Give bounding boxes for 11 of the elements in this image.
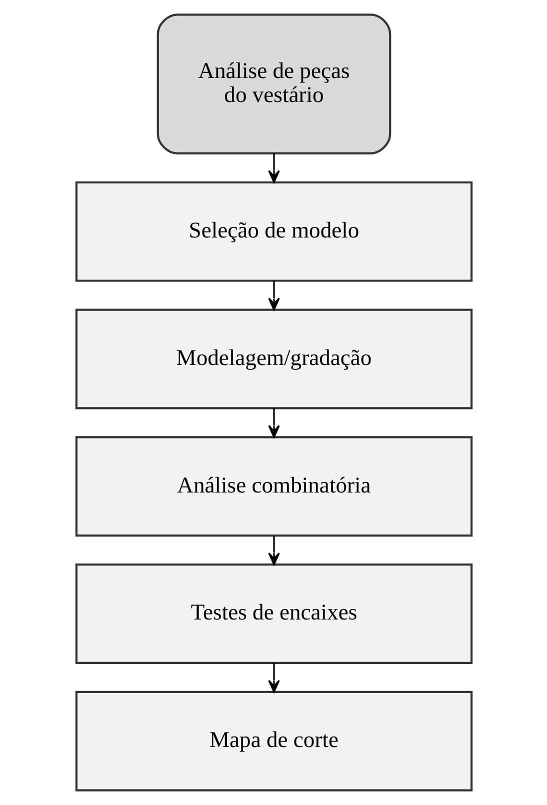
node-box: Análise combinatória bbox=[74, 436, 472, 537]
arrow bbox=[268, 154, 280, 183]
arrow bbox=[268, 663, 280, 693]
node-box: Seleção de modelo bbox=[74, 181, 472, 282]
arrow bbox=[268, 280, 280, 310]
node-box: Modelagem/gradação bbox=[74, 308, 472, 410]
arrow bbox=[268, 536, 280, 566]
arrow bbox=[268, 408, 280, 438]
node-box: Testes de encaixes bbox=[74, 564, 472, 664]
node-box: Mapa de corte bbox=[74, 690, 472, 792]
node-box: Análise de peças do vestário bbox=[156, 14, 391, 154]
